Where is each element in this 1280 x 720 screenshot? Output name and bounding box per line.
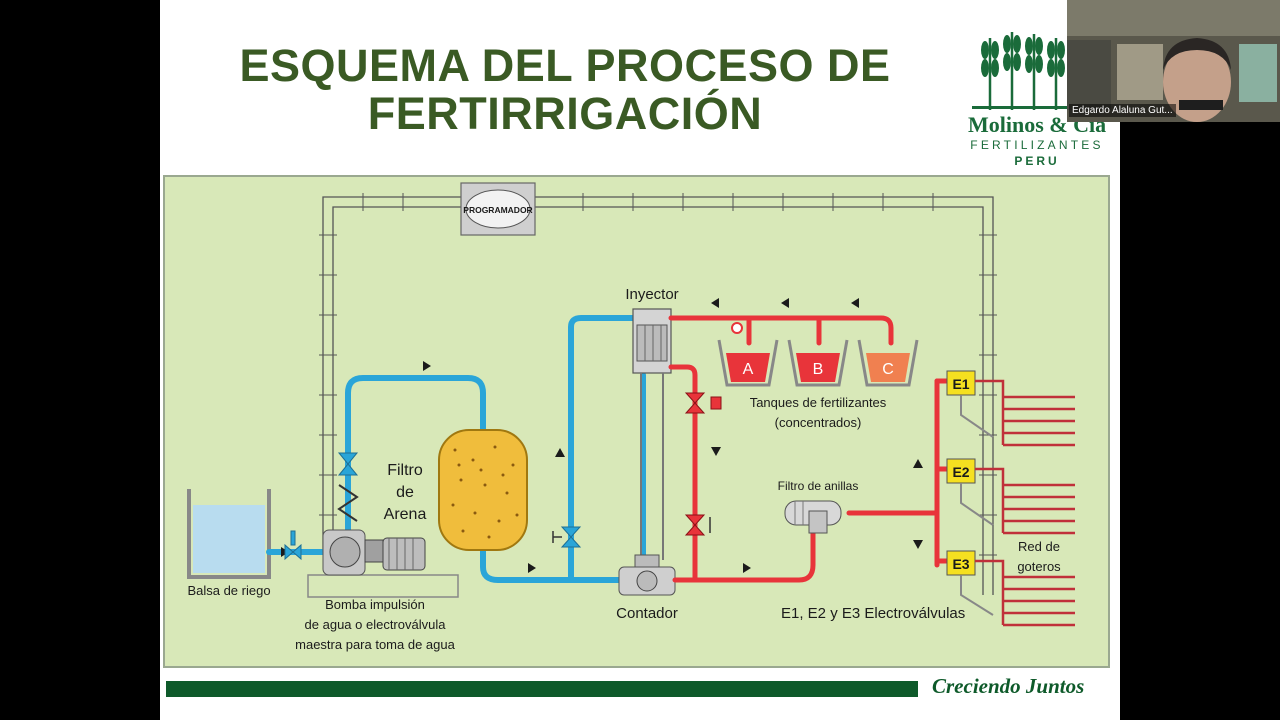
tank-a-label: A [743, 361, 754, 378]
electrovalve-e3: E3 [946, 550, 994, 616]
balsa-de-riego: Balsa de riego [187, 489, 271, 598]
electrovalve-e1: E1 [946, 370, 994, 438]
balsa-label: Balsa de riego [187, 583, 270, 598]
participant-video[interactable]: Edgardo Alaluna Gut... [1067, 0, 1280, 122]
logo-subtitle: FERTILIZANTES [970, 138, 1104, 152]
tank-b: B [787, 339, 849, 387]
fertigation-diagram: PROGRAMADOR Balsa de riego [163, 175, 1110, 668]
wheat-icon [972, 32, 1082, 110]
tank-b-label: B [813, 361, 824, 378]
fertilizer-arrows [711, 298, 923, 573]
programador-label: PROGRAMADOR [463, 205, 532, 215]
contador-label: Contador [616, 605, 678, 622]
slide-title: ESQUEMA DEL PROCESO DE FERTIRRIGACIÓN [160, 42, 970, 138]
filtro-de-arena: Filtro de Arena [384, 429, 528, 551]
bomba-label-2: de agua o electroválvula [305, 617, 447, 632]
company-logo: Molinos & Cía FERTILIZANTES PERU [968, 28, 1106, 173]
e1-label: E1 [952, 376, 969, 392]
water-valve-2 [337, 452, 359, 522]
title-line-1: ESQUEMA DEL PROCESO DE [239, 40, 891, 91]
contador: Contador [616, 554, 678, 622]
e2-label: E2 [952, 464, 969, 480]
electrovalvulas-label: E1, E2 y E3 Electroválvulas [781, 605, 965, 622]
title-line-2: FERTIRRIGACIÓN [367, 88, 763, 139]
tanques-label-1: Tanques de fertilizantes [750, 395, 887, 410]
filtro-arena-label-1: Filtro [387, 462, 423, 479]
inyector-label: Inyector [625, 286, 678, 303]
fertilizer-pipes [668, 315, 956, 583]
participant-video-feed [1067, 0, 1280, 122]
drip-lines [975, 379, 1075, 627]
water-valve-1 [284, 530, 302, 561]
inyector: Inyector [625, 286, 679, 560]
filtro-arena-label-3: Arena [384, 506, 427, 523]
fertilizer-marker [731, 322, 743, 334]
red-goteros-label-1: Red de [1018, 539, 1060, 554]
bomba-label-1: Bomba impulsión [325, 597, 425, 612]
footer-bar [166, 681, 918, 697]
footer-slogan: Creciendo Juntos [932, 674, 1085, 698]
water-valve-3 [552, 526, 582, 548]
filtro-anillas-label: Filtro de anillas [778, 479, 859, 493]
tank-a: A [717, 339, 779, 387]
fertilizer-valves [684, 392, 722, 536]
red-goteros-label-2: goteros [1017, 559, 1061, 574]
participant-name: Edgardo Alaluna Gut... [1069, 104, 1176, 117]
electrovalve-e2: E2 [946, 458, 994, 526]
logo-country: PERU [1014, 154, 1060, 168]
cable-ticks [319, 193, 997, 556]
filtro-de-anillas: Filtro de anillas [778, 479, 859, 534]
tanques-label-2: (concentrados) [775, 415, 862, 430]
bomba-label-3: maestra para toma de agua [295, 637, 455, 652]
control-cables [322, 196, 994, 595]
e3-label: E3 [952, 556, 969, 572]
slide: ESQUEMA DEL PROCESO DE FERTIRRIGACIÓN Mo… [160, 0, 1120, 720]
filtro-arena-label-2: de [396, 484, 414, 501]
bomba: Bomba impulsión de agua o electroválvula… [295, 529, 459, 652]
tank-c-label: C [882, 361, 894, 378]
programador: PROGRAMADOR [460, 182, 536, 236]
tank-c: C [857, 339, 919, 387]
water-pipes [266, 315, 646, 583]
